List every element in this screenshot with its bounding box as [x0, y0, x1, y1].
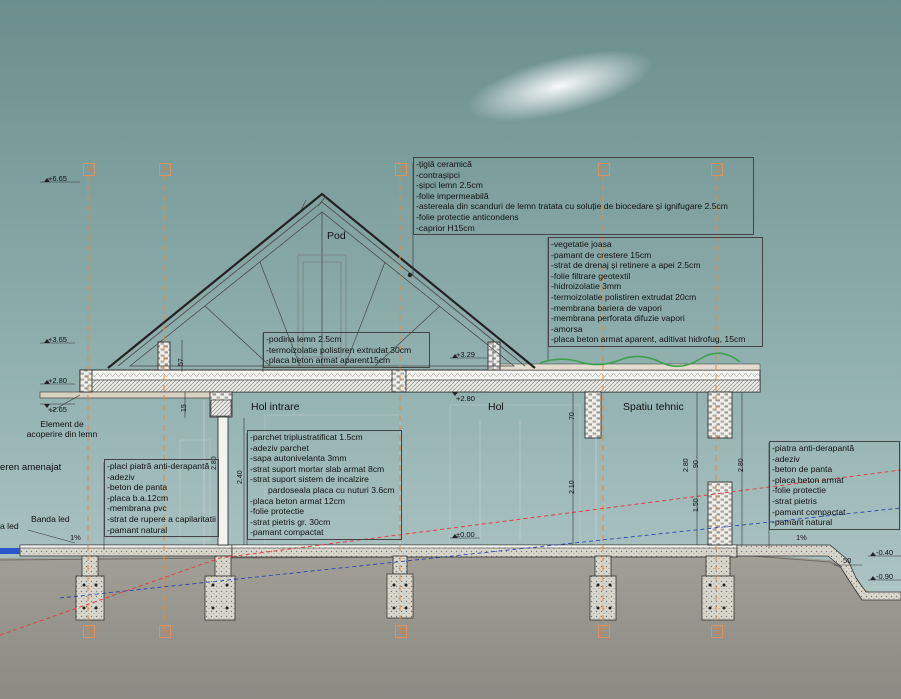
dim-70: 70 — [569, 412, 576, 420]
axis-label-c-bottom: C — [598, 625, 610, 638]
level-m040: -0.40 — [876, 548, 894, 557]
dim-50: 50 — [843, 556, 852, 565]
cloud — [467, 50, 653, 122]
attic-floor-notes: -podina lemn 2.5cm-termoizolatie polisti… — [263, 332, 430, 368]
level-000: ±0.00 — [456, 530, 475, 539]
level-280: +2.80 — [456, 394, 475, 403]
right-terrace-notes: -piatra anti-derapantă-adeziv-beton de p… — [769, 441, 900, 530]
room-hol: Hol — [488, 401, 504, 413]
axis-label-b-bottom: B — [395, 625, 407, 638]
axis-label-a2: A — [159, 163, 171, 176]
level-265: +2.65 — [48, 405, 67, 414]
level-365: +3.65 — [48, 335, 67, 344]
dim-280b: 2.80 — [683, 458, 690, 472]
level-m090: -0.90 — [876, 572, 894, 581]
axis-label-b: B — [395, 163, 407, 176]
axis-label-a1-bottom: A — [83, 625, 95, 638]
dim-210: 2.10 — [569, 480, 576, 494]
dim-57: 57 — [178, 358, 185, 366]
gable-roof — [107, 192, 536, 369]
teren-label: eren amenajat — [0, 462, 62, 473]
slope-right: 1% — [796, 533, 807, 542]
a-led-label: a led — [0, 521, 19, 531]
dim-240: 2.40 — [237, 470, 244, 484]
level-280-left: +2.80 — [48, 376, 67, 385]
roof-notes: -țiglă ceramică-contrașipci-șipci lemn 2… — [413, 157, 754, 236]
axis-lines — [87, 175, 717, 630]
slope-left: 1% — [70, 533, 81, 542]
foundation-rebar — [82, 583, 726, 610]
room-hol-intrare: Hol intrare — [251, 401, 300, 413]
axis-label-c: C — [598, 163, 610, 176]
dim-150: 1.50 — [693, 498, 700, 512]
floor-notes: -parchet triplustratificat 1.5cm-adeziv … — [247, 430, 402, 540]
dim-15: 15 — [181, 404, 188, 412]
led-strip — [0, 548, 20, 554]
level-329: +3.29 — [456, 350, 475, 359]
right-terrace — [736, 544, 901, 601]
level-665: +6.65 — [48, 174, 67, 183]
axis-label-a2-bottom: A — [159, 625, 171, 638]
axis-label-a1: A — [83, 163, 95, 176]
dim-90: 90 — [693, 460, 700, 468]
room-pod: Pod — [327, 230, 346, 242]
attic-door — [297, 254, 347, 366]
ground — [0, 552, 901, 699]
dim-280c: 2.80 — [738, 458, 745, 472]
room-spatiu-tehnic: Spatiu tehnic — [623, 401, 684, 413]
parapets — [79, 341, 501, 393]
sight-lines — [0, 469, 901, 636]
wood-overhang — [39, 391, 221, 399]
banda-led-label: Banda led — [31, 514, 70, 524]
axis-label-d-bottom: D — [711, 625, 723, 638]
green-roof-vegetation — [539, 352, 741, 368]
roof-trusses — [129, 195, 515, 367]
green-roof-notes: -vegetatie joasa-pamant de crestere 15cm… — [548, 237, 763, 347]
dimension-lines — [181, 340, 862, 566]
terrace-notes: -placi piatră anti-derapantă-adeziv-beto… — [104, 459, 219, 538]
axis-label-d: D — [711, 163, 723, 176]
